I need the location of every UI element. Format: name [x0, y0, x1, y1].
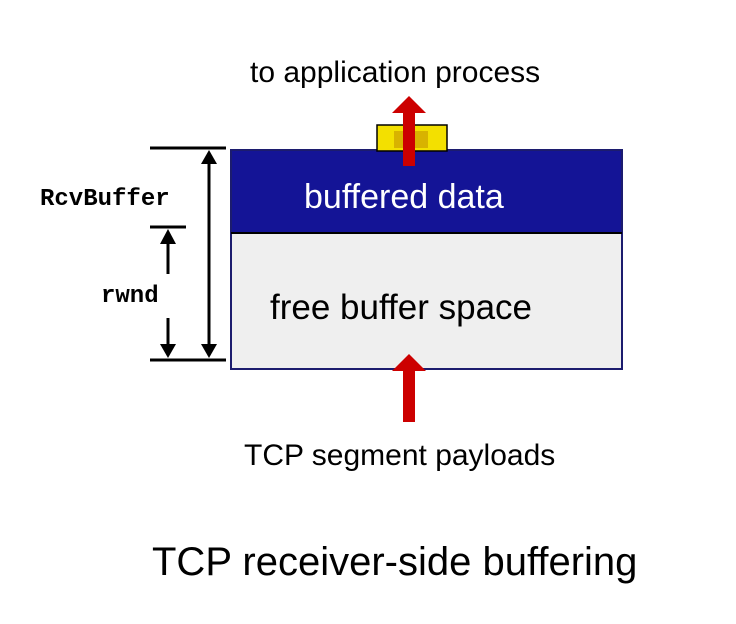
rwnd-up-arrowhead-icon: [160, 229, 176, 244]
up-arrow-shaft: [403, 112, 415, 166]
free-buffer-space-region: [230, 232, 623, 370]
rcvbuffer-up-arrowhead-icon: [201, 150, 217, 164]
incoming-arrow-head: [392, 354, 426, 371]
application-process-label: to application process: [250, 56, 541, 89]
rwnd-down-arrowhead-icon: [160, 344, 176, 358]
tcp-segment-payloads-label: TCP segment payloads: [244, 439, 556, 472]
up-arrow-head: [392, 96, 426, 113]
buffered-data-region: [230, 149, 623, 234]
incoming-arrow-shaft: [403, 370, 415, 422]
rwnd-label: rwnd: [101, 283, 159, 310]
diagram-caption: TCP receiver-side buffering: [152, 540, 638, 584]
rcvbuffer-label: RcvBuffer: [40, 186, 170, 213]
rcvbuffer-down-arrowhead-icon: [201, 344, 217, 358]
buffered-data-label: buffered data: [304, 178, 504, 216]
free-buffer-space-label: free buffer space: [270, 288, 533, 327]
